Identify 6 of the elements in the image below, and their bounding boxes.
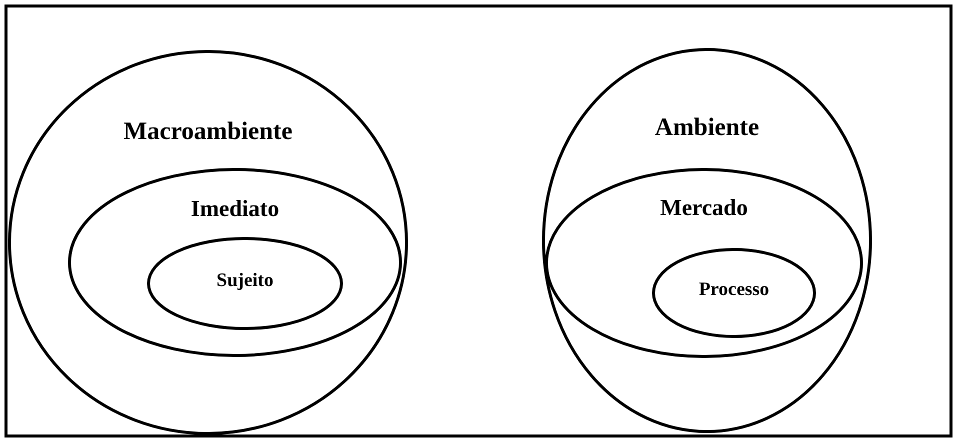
node-label: Processo [698, 279, 770, 301]
node-label: Ambiente [654, 114, 760, 142]
node-label: Macroambiente [124, 118, 292, 146]
node-label: Sujeito [216, 270, 274, 292]
node-label: Imediato [190, 196, 280, 222]
node-label: Mercado [660, 195, 748, 221]
